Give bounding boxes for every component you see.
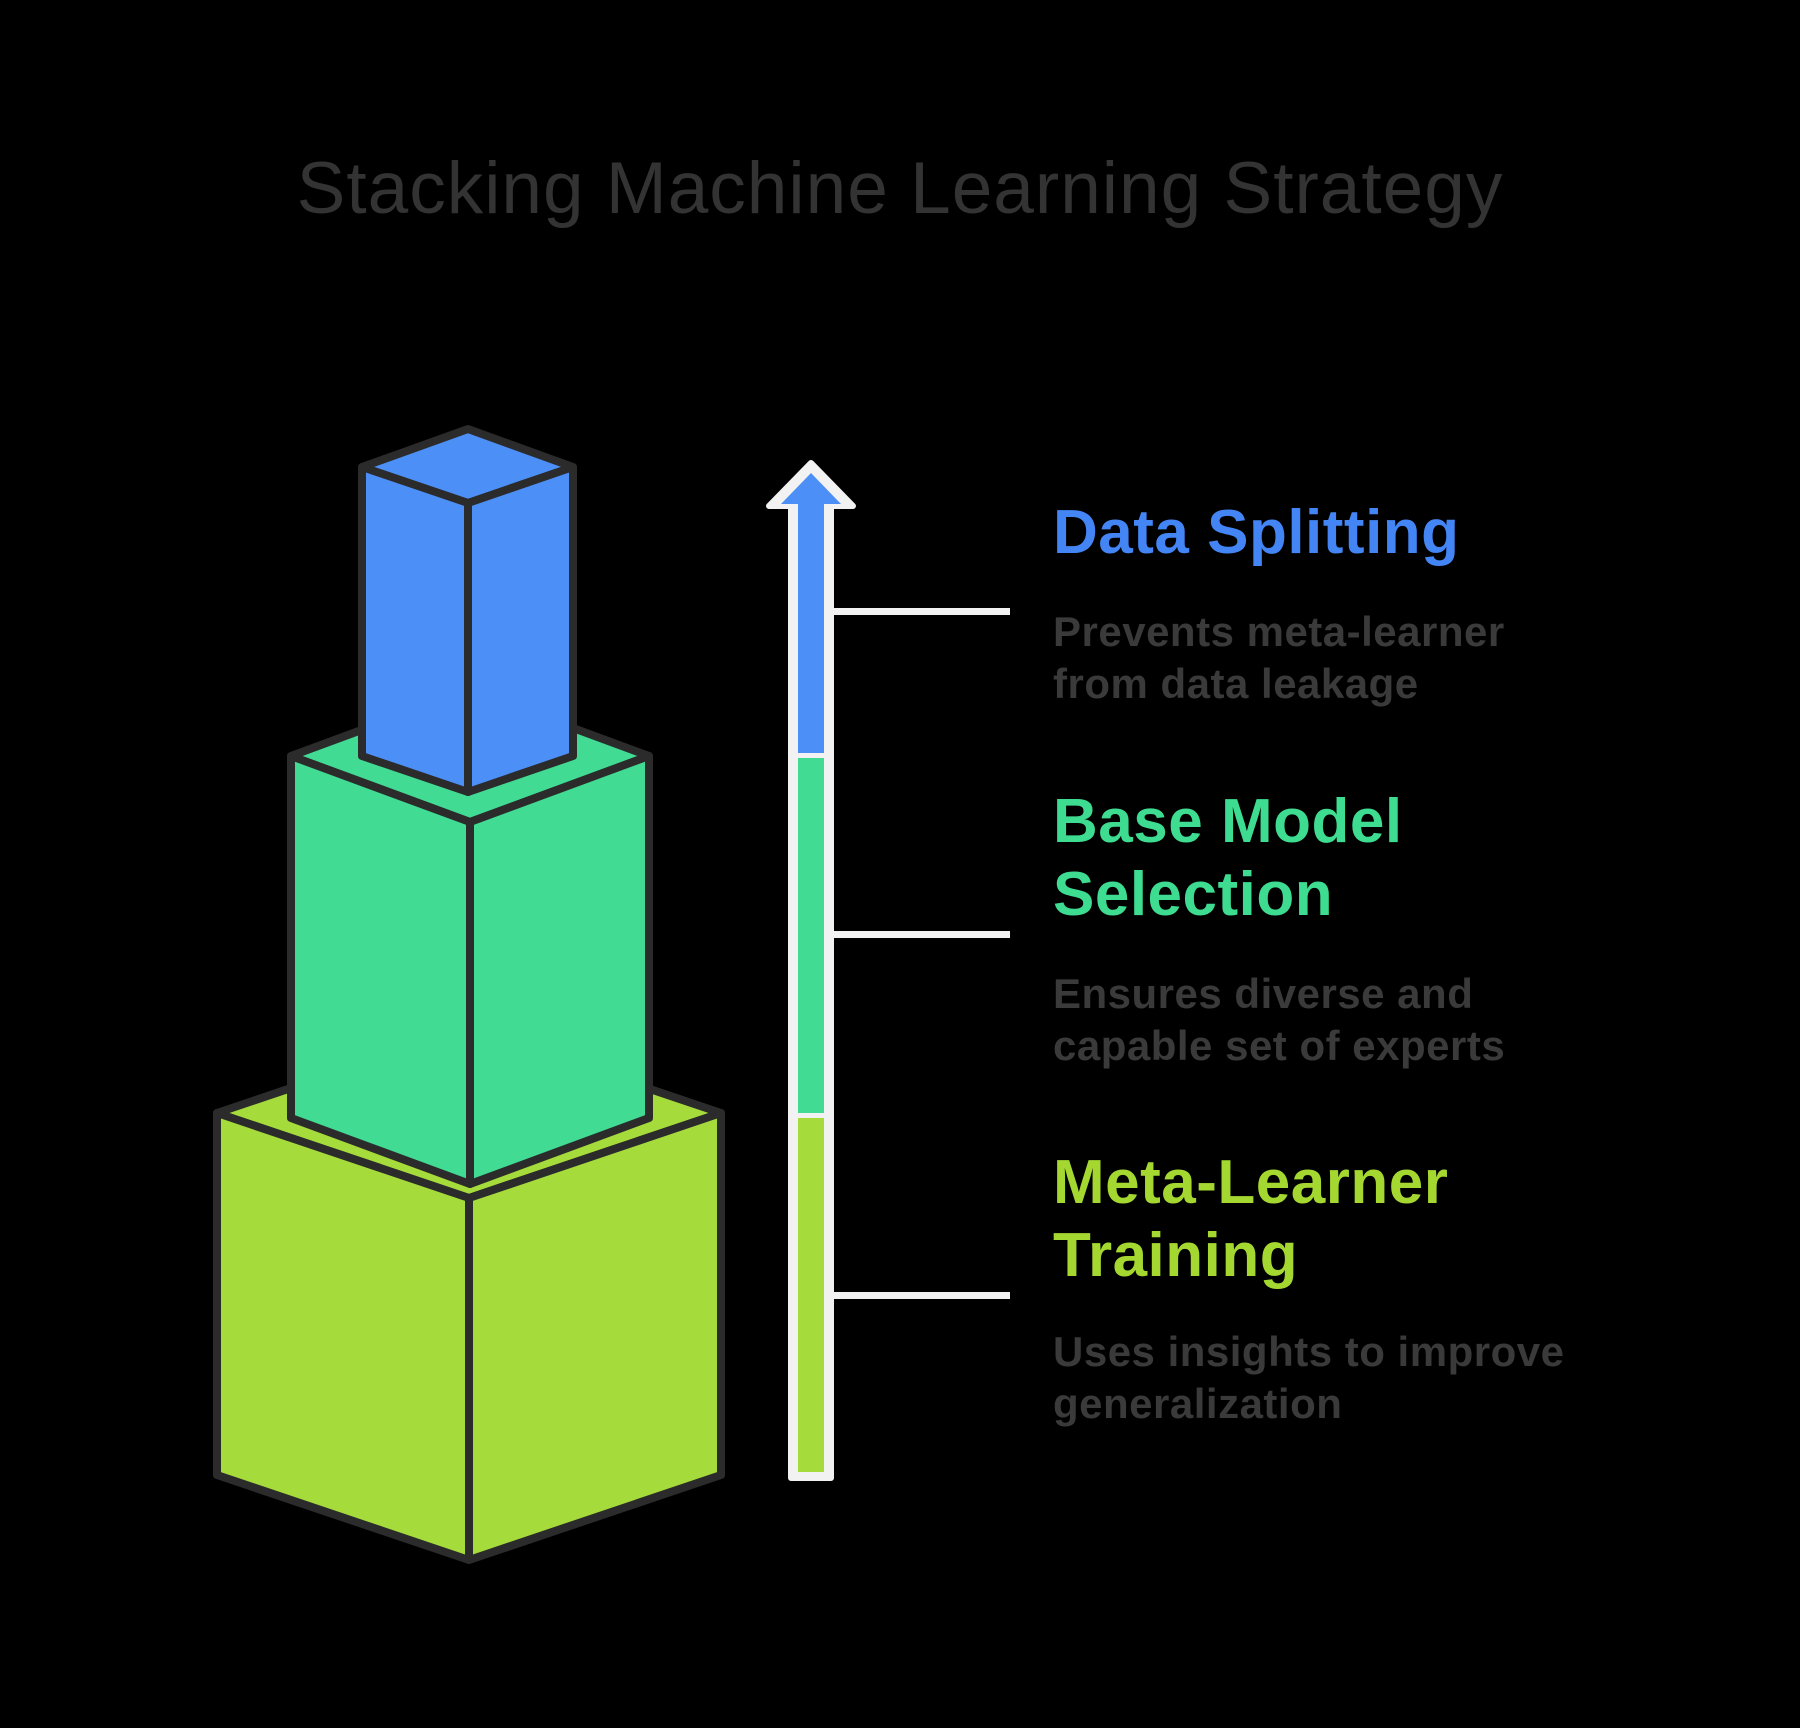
cube-top-blue (358, 425, 577, 796)
arrow-segment-blue (781, 473, 841, 753)
progress-arrow (766, 460, 856, 1481)
section-heading-data-splitting: Data Splitting (1053, 498, 1460, 567)
connector-ticks (831, 608, 1010, 1299)
arrow-segment-green (798, 758, 824, 1113)
section-description-meta-learner-training: Uses insights to improve generalization (1053, 1328, 1565, 1428)
cube-middle-right-face (466, 752, 653, 1188)
tick-line-meta-learner (831, 1292, 1010, 1299)
section-description-base-model-selection: Ensures diverse and capable set of exper… (1053, 970, 1506, 1070)
section-description-data-splitting: Prevents meta-learner from data leakage (1053, 608, 1505, 708)
tick-line-base-model (831, 931, 1010, 938)
section-heading-base-model-selection: Base Model Selection (1053, 787, 1403, 930)
cube-top-left-face (358, 463, 472, 796)
cube-top-right-face (464, 463, 577, 796)
page-title: Stacking Machine Learning Strategy (296, 148, 1504, 229)
tick-line-data-splitting (831, 608, 1010, 615)
arrow-segment-lime (798, 1118, 824, 1472)
cube-middle-left-face (287, 752, 474, 1188)
section-heading-meta-learner-training: Meta-Learner Training (1053, 1148, 1449, 1291)
cube-bottom-right-face (465, 1109, 725, 1564)
